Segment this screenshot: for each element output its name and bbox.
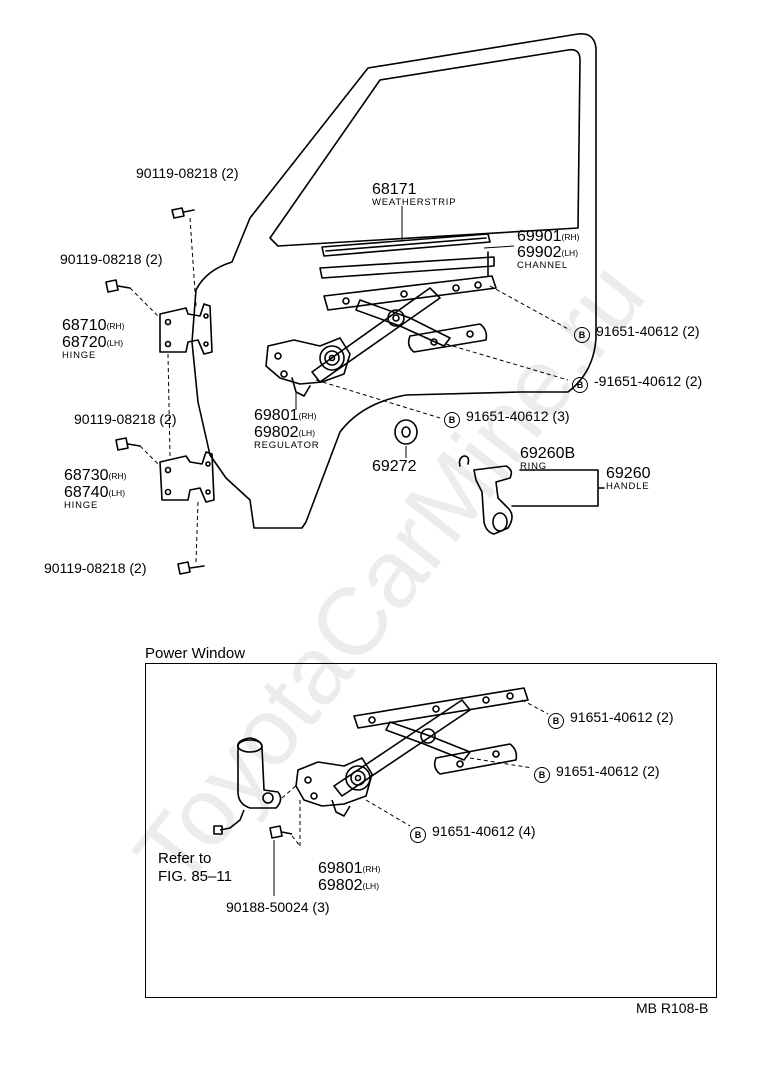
label-screw-b1: B 91651-40612 (2) [574, 324, 700, 343]
label-bolt-mid: 90119-08218 (2) [74, 411, 177, 427]
b-marker: B [410, 827, 426, 843]
b-marker: B [444, 412, 460, 428]
rh-tag: (RH) [362, 864, 381, 874]
b-marker: B [534, 767, 550, 783]
washer-69272 [394, 419, 418, 445]
regulator-arm-b [355, 299, 451, 347]
lower-hinge-name: HINGE [64, 500, 99, 511]
bolt-bottom-drawing [177, 561, 205, 575]
bolt-upper-left-drawing [105, 279, 131, 293]
b-marker: B [572, 377, 588, 393]
label-pw-screw-1: B 91651-40612 (2) [548, 710, 674, 729]
figure-code: MB R108-B [636, 1000, 709, 1016]
lh-tag: (LH) [298, 428, 316, 438]
label-handle: 69260 HANDLE [606, 466, 651, 492]
pw-arm-a [333, 699, 471, 797]
label-bolt-bottom: 90119-08218 (2) [44, 560, 147, 576]
lh-tag: (LH) [561, 248, 579, 258]
screw-b3-text: 91651-40612 (3) [466, 408, 570, 424]
weatherstrip-name: WEATHERSTRIP [372, 197, 457, 208]
pw-screw-1-text: 91651-40612 (2) [570, 709, 674, 725]
bolt-top-drawing [171, 207, 195, 219]
weatherstrip-shape [321, 233, 491, 257]
label-pw-screw-2: B 91651-40612 (2) [534, 764, 660, 783]
refer-line-2: FIG. 85–11 [158, 868, 232, 885]
lower-hinge [159, 451, 215, 503]
ring-name: RING [520, 461, 547, 472]
label-69272: 69272 [372, 458, 417, 475]
regulator-body [265, 337, 351, 385]
regulator-name: REGULATOR [254, 440, 320, 451]
lh-tag: (LH) [362, 881, 380, 891]
rh-tag: (RH) [108, 471, 127, 481]
label-screw-b3: B 91651-40612 (3) [444, 409, 570, 428]
pw-regulator-rh-no: 69801 [318, 860, 363, 877]
power-window-box [145, 663, 717, 998]
label-regulator: 69801(RH) 69802(LH) REGULATOR [254, 408, 319, 451]
label-weatherstrip: 68171 WEATHERSTRIP [372, 182, 456, 208]
channel-shape [319, 256, 495, 279]
label-bolt-upper-left: 90119-08218 (2) [60, 251, 163, 267]
pw-bolt-drawing [269, 825, 293, 839]
ring-69260b [458, 455, 470, 467]
weatherstrip-no: 68171 [372, 181, 417, 198]
b-marker: B [574, 327, 590, 343]
lower-hinge-lh-no: 68740 [64, 484, 109, 501]
b-marker: B [548, 713, 564, 729]
label-upper-hinge: 68710(RH) 68720(LH) HINGE [62, 318, 124, 361]
label-pw-screw-3: B 91651-40612 (4) [410, 824, 536, 843]
pw-arm-b [385, 721, 471, 761]
pw-regulator-lh-no: 69802 [318, 877, 363, 894]
regulator-rh-no: 69801 [254, 407, 299, 424]
channel-rh-no: 69901 [517, 228, 562, 245]
handle-no: 69260 [606, 465, 651, 482]
rh-tag: (RH) [561, 232, 580, 242]
upper-hinge-name: HINGE [62, 350, 97, 361]
regulator-lh-no: 69802 [254, 424, 299, 441]
label-pw-regulator: 69801(RH) 69802(LH) [318, 861, 380, 894]
label-ring: 69260B RING [520, 446, 575, 472]
regulator-arm-a [311, 287, 441, 383]
handle-69260 [473, 465, 513, 535]
pw-screw-3-text: 91651-40612 (4) [432, 823, 536, 839]
lh-tag: (LH) [108, 488, 126, 498]
regulator-lower-rail [407, 323, 488, 353]
channel-lh-no: 69902 [517, 244, 562, 261]
label-lower-hinge: 68730(RH) 68740(LH) HINGE [64, 468, 126, 511]
upper-hinge [159, 303, 213, 355]
ring-no: 69260B [520, 445, 576, 462]
pw-regulator-body [295, 757, 373, 807]
pw-upper-rail [353, 687, 529, 729]
window-frame-inner [269, 48, 581, 247]
screw-b2-text: -91651-40612 (2) [594, 373, 703, 389]
lh-tag: (LH) [106, 338, 124, 348]
rh-tag: (RH) [298, 411, 317, 421]
label-channel: 69901(RH) 69902(LH) CHANNEL [517, 229, 579, 271]
bolt-mid-drawing [115, 437, 141, 451]
refer-line-1: Refer to [158, 850, 212, 867]
pw-screw-2-text: 91651-40612 (2) [556, 763, 660, 779]
channel-name: CHANNEL [517, 260, 568, 271]
upper-hinge-lh-no: 68720 [62, 334, 107, 351]
upper-hinge-rh-no: 68710 [62, 317, 107, 334]
pw-motor [236, 737, 282, 809]
lower-hinge-rh-no: 68730 [64, 467, 109, 484]
rh-tag: (RH) [106, 321, 125, 331]
handle-name: HANDLE [606, 481, 650, 492]
power-window-title: Power Window [145, 645, 246, 662]
label-bolt-top: 90119-08218 (2) [136, 165, 239, 181]
screw-b1-text: 91651-40612 (2) [596, 323, 700, 339]
label-pw-bolt: 90188-50024 (3) [226, 899, 330, 915]
pw-lower-rail [433, 743, 518, 775]
label-refer: Refer to FIG. 85–11 [158, 850, 232, 886]
regulator-rail [323, 275, 497, 311]
label-screw-b2: B -91651-40612 (2) [572, 374, 702, 393]
